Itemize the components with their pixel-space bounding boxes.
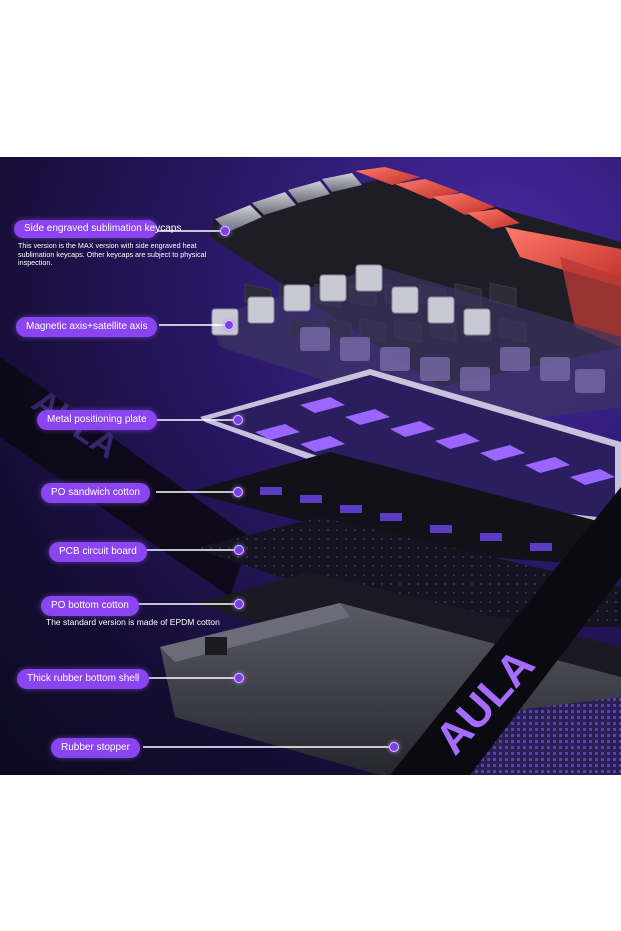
callout-metal-plate: Metal positioning plate [37, 410, 157, 430]
callout-dot [224, 320, 234, 330]
callout-dot [220, 226, 230, 236]
callout-dot [234, 673, 244, 683]
exploded-keyboard-scene: AULA [0, 157, 621, 775]
callout-sandwich-cotton: PO sandwich cotton [41, 483, 150, 503]
metal-plate-layer [200, 369, 621, 527]
exploded-keyboard-illustration: AULA [0, 167, 621, 775]
sandwich-cotton-layer [195, 452, 621, 567]
callout-dot [233, 487, 243, 497]
callout-dot [389, 742, 399, 752]
callout-bottom-shell: Thick rubber bottom shell [17, 669, 150, 689]
callout-bottom-cotton-note: The standard version is made of EPDM cot… [46, 617, 220, 627]
callout-pcb: PCB circuit board [49, 542, 147, 562]
callout-bottom-cotton: PO bottom cotton [41, 596, 139, 616]
callout-switches: Magnetic axis+satellite axis [16, 317, 158, 337]
callout-keycaps: Side engraved sublimation keycaps [14, 220, 181, 238]
callout-rubber-stopper: Rubber stopper [51, 738, 140, 758]
callout-dot [234, 545, 244, 555]
callout-dot [233, 415, 243, 425]
callout-dot [234, 599, 244, 609]
callout-keycaps-note: This version is the MAX version with sid… [18, 241, 207, 267]
callout-keycaps-label: Side engraved sublimation keycaps [24, 223, 182, 234]
pcb-layer [200, 517, 621, 627]
switch-layer [210, 264, 621, 427]
